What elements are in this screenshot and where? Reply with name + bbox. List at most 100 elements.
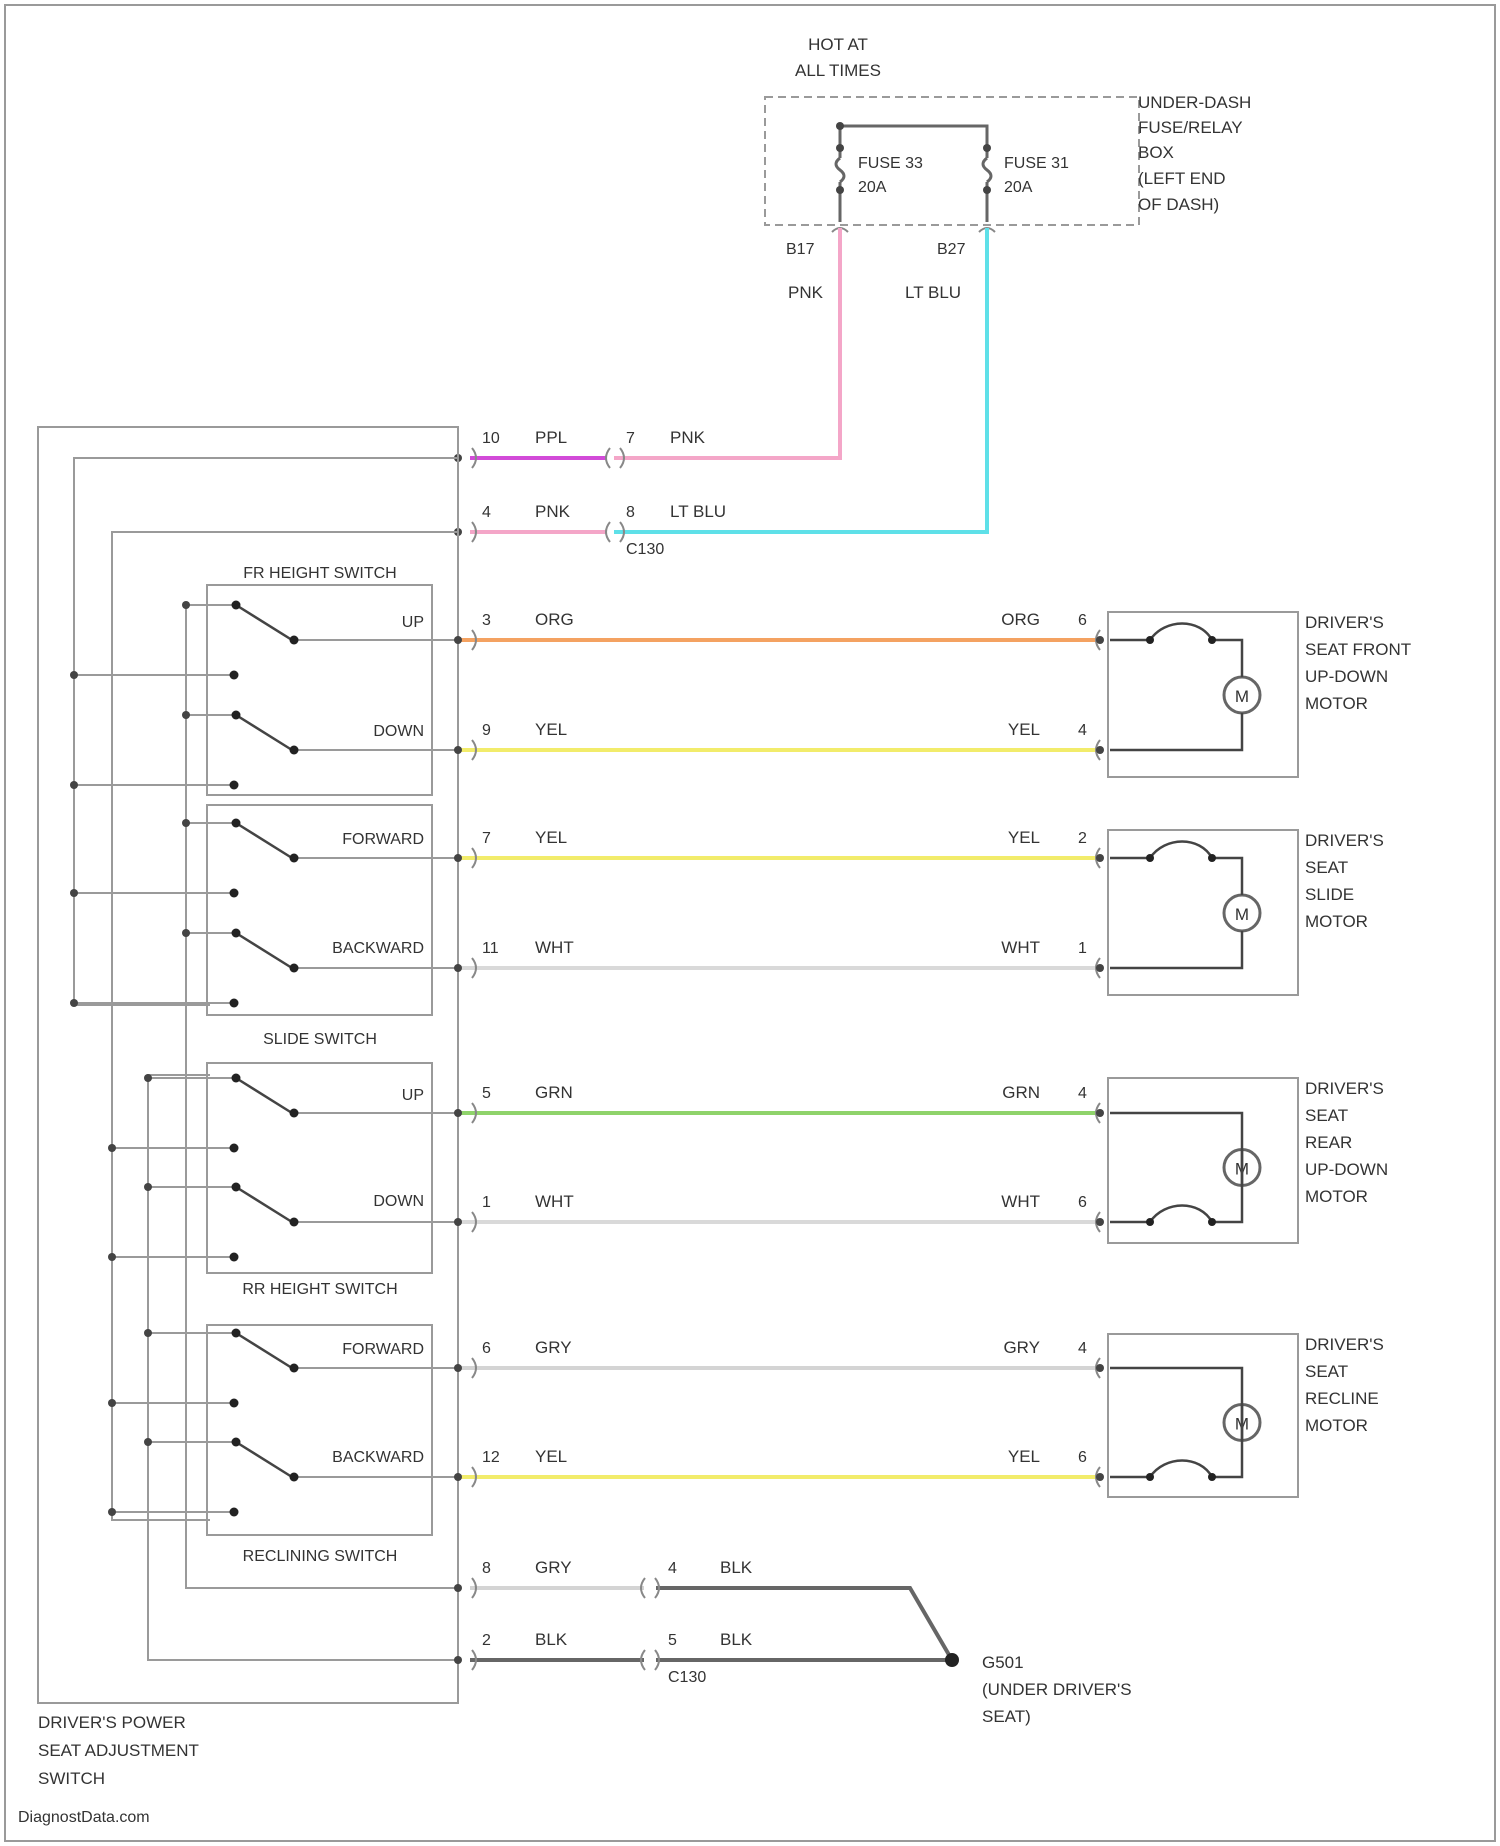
motor-label: MOTOR — [1305, 1187, 1368, 1206]
wire-terminal-left — [454, 1364, 462, 1372]
ground-circuit: 8 GRY 4 BLK 2 BLK 5 BLK C130 G501 (UNDER… — [454, 1558, 1132, 1726]
fuse-31-name: FUSE 31 — [1004, 155, 1069, 172]
ground-wire1-right-pin: 4 — [668, 1560, 677, 1577]
fuse-33-rating: 20A — [858, 179, 887, 196]
wire-left-color: YEL — [535, 1447, 567, 1466]
motor-label: SEAT — [1305, 858, 1348, 877]
motor-label: MOTOR — [1305, 694, 1368, 713]
motor-label: SEAT — [1305, 1106, 1348, 1125]
motor-box — [1108, 612, 1298, 777]
feed-connector-c130: C130 — [626, 541, 664, 558]
switch-blade — [236, 715, 292, 750]
switch-blade — [236, 1078, 292, 1113]
ground-wire1-left-color: GRY — [535, 1558, 572, 1577]
motor-circuit-breaker — [1110, 842, 1242, 896]
motor-label: RECLINE — [1305, 1389, 1379, 1408]
motor-terminal — [1096, 854, 1104, 862]
feed-second-left-pin: 4 — [482, 504, 491, 521]
switch-label-2: SEAT ADJUSTMENT — [38, 1741, 199, 1760]
wire-left-pin: 7 — [482, 830, 491, 847]
slide-backward-label: BACKWARD — [332, 940, 424, 957]
feed-top-right-pin: 7 — [626, 430, 635, 447]
wire-left-color: GRN — [535, 1083, 573, 1102]
motor-contact — [1208, 1218, 1216, 1226]
hot-at-label-2: ALL TIMES — [795, 61, 881, 80]
motor-label: SEAT — [1305, 1362, 1348, 1381]
wire-left-color: YEL — [535, 828, 567, 847]
wire-terminal-left — [454, 964, 462, 972]
wire-right-pin: 4 — [1078, 1340, 1087, 1357]
motor-contact — [1146, 1473, 1154, 1481]
wire-terminal-left — [454, 636, 462, 644]
switch-label-3: SWITCH — [38, 1769, 105, 1788]
wire-left-color: ORG — [535, 610, 574, 629]
ground-label-1: G501 — [982, 1653, 1024, 1672]
feed-wires: PNK LT BLU 10 PPL 7 PNK 4 PNK 8 LT BLU C… — [454, 228, 987, 558]
motor-contact — [1208, 854, 1216, 862]
wire-left-pin: 5 — [482, 1085, 491, 1102]
hot-at-label-1: HOT AT — [808, 35, 868, 54]
feed-second-right-color: LT BLU — [670, 502, 726, 521]
motor-lead — [1110, 931, 1242, 968]
wire-right-pin: 6 — [1078, 612, 1087, 629]
slide-forward-label: FORWARD — [342, 831, 424, 848]
switch-blade — [236, 605, 292, 640]
wire-right-color: YEL — [1008, 720, 1040, 739]
fr-height-switch-label: FR HEIGHT SWITCH — [243, 565, 396, 582]
switch-label-1: DRIVER'S POWER — [38, 1713, 186, 1732]
rr-height-up-label: UP — [402, 1087, 424, 1104]
motor-wires: 3ORGORG69YELYEL47YELYEL211WHTWHT15GRNGRN… — [454, 610, 1100, 1487]
motor-contact — [1208, 636, 1216, 644]
motor-symbol-letter: M — [1235, 687, 1249, 706]
motor-box — [1108, 1334, 1298, 1497]
ground-wire1-right-color: BLK — [720, 1558, 753, 1577]
wire-left-pin: 12 — [482, 1449, 500, 1466]
motor-contact — [1146, 1218, 1154, 1226]
wire-left-color: YEL — [535, 720, 567, 739]
switch-blade — [236, 1187, 292, 1222]
wire-right-pin: 2 — [1078, 830, 1087, 847]
motor-circuit-breaker — [1110, 1405, 1242, 1478]
motor-contact — [1146, 636, 1154, 644]
wire-right-color: GRN — [1002, 1083, 1040, 1102]
fr-height-up-label: UP — [402, 614, 424, 631]
wire-right-pin: 4 — [1078, 722, 1087, 739]
reclining-forward-label: FORWARD — [342, 1341, 424, 1358]
wire-right-pin: 6 — [1078, 1194, 1087, 1211]
motor-label: SEAT FRONT — [1305, 640, 1411, 659]
motors: MDRIVER'SSEAT FRONTUP-DOWNMOTORMDRIVER'S… — [1096, 612, 1411, 1497]
motor-contact — [1146, 854, 1154, 862]
rr-height-switch-label: RR HEIGHT SWITCH — [242, 1281, 397, 1298]
motor-lead — [1110, 713, 1242, 750]
fuse-box-label-4: (LEFT END — [1138, 169, 1226, 188]
feed-top-left-pin: 10 — [482, 430, 500, 447]
wire-left-color: WHT — [535, 1192, 574, 1211]
fuse-box-label-5: OF DASH) — [1138, 195, 1219, 214]
wire-right-pin: 4 — [1078, 1085, 1087, 1102]
wire-right-pin: 6 — [1078, 1449, 1087, 1466]
wire-left-pin: 1 — [482, 1194, 491, 1211]
rr-height-down-label: DOWN — [373, 1193, 424, 1210]
ground-wire2-right-pin: 5 — [668, 1632, 677, 1649]
motor-label: DRIVER'S — [1305, 1079, 1384, 1098]
wire-terminal-left — [454, 1473, 462, 1481]
motor-circuit-breaker — [1110, 1150, 1242, 1223]
wire-left-pin: 11 — [482, 940, 499, 957]
fuse-bus — [840, 126, 987, 148]
feed-wire-a-color: PNK — [788, 283, 824, 302]
motor-terminal — [1096, 636, 1104, 644]
slide-switch-label: SLIDE SWITCH — [263, 1031, 377, 1048]
wire-right-color: WHT — [1001, 1192, 1040, 1211]
motor-label: DRIVER'S — [1305, 1335, 1384, 1354]
feed-wire-pink — [614, 228, 840, 458]
feed-second-left-color: PNK — [535, 502, 571, 521]
fuse-33-pin: B17 — [786, 241, 815, 258]
wire-terminal-left — [454, 1218, 462, 1226]
wire-terminal-left — [454, 746, 462, 754]
fuse-box-outline — [765, 97, 1139, 225]
fuse-31-rating: 20A — [1004, 179, 1033, 196]
motor-box — [1108, 1078, 1298, 1243]
wire-right-color: YEL — [1008, 1447, 1040, 1466]
